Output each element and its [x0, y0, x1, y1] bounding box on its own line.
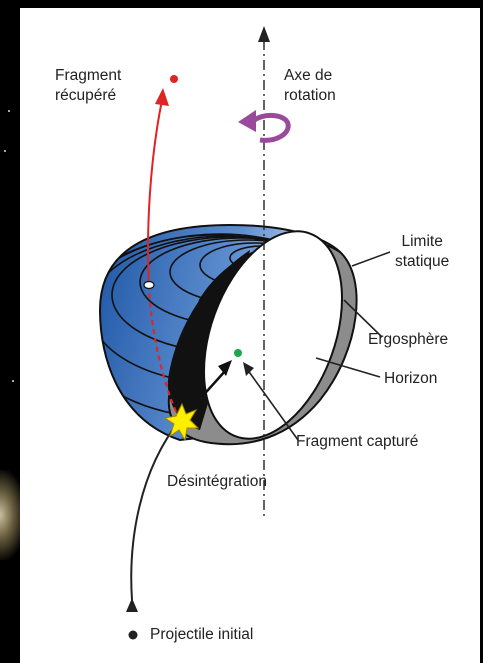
recovered-fragment-point	[170, 75, 178, 83]
label-horizon: Horizon	[384, 369, 437, 389]
captured-fragment-point	[234, 349, 242, 357]
label-ergosphere: Ergosphère	[368, 330, 448, 350]
ergosphere-text: Ergosphère	[368, 331, 448, 348]
rotation-axis-text: Axe de rotation	[284, 66, 336, 106]
fragment-crossing-marker	[144, 282, 154, 289]
static-limit-text: Limite statique	[395, 232, 449, 272]
initial-projectile-path	[131, 420, 180, 600]
label-rotation-axis: Axe de rotation	[284, 66, 336, 106]
label-fragment-recovered: Fragment récupéré	[55, 66, 121, 106]
fragment-recovered-text: Fragment récupéré	[55, 66, 121, 106]
rotation-axis-arrowhead	[258, 26, 270, 42]
disintegration-text: Désintégration	[167, 473, 267, 490]
projectile-arrowhead	[126, 598, 138, 612]
label-disintegration: Désintégration	[167, 472, 267, 492]
label-captured-fragment: Fragment capturé	[296, 432, 418, 452]
recovered-fragment-arrowhead	[155, 88, 169, 106]
initial-projectile-text: Projectile initial	[150, 626, 253, 643]
captured-fragment-text: Fragment capturé	[296, 433, 418, 450]
label-static-limit: Limite statique	[395, 232, 449, 272]
horizon-text: Horizon	[384, 370, 437, 387]
rotation-direction-icon	[238, 110, 288, 140]
initial-projectile-point	[129, 631, 138, 640]
label-initial-projectile: Projectile initial	[150, 625, 253, 645]
